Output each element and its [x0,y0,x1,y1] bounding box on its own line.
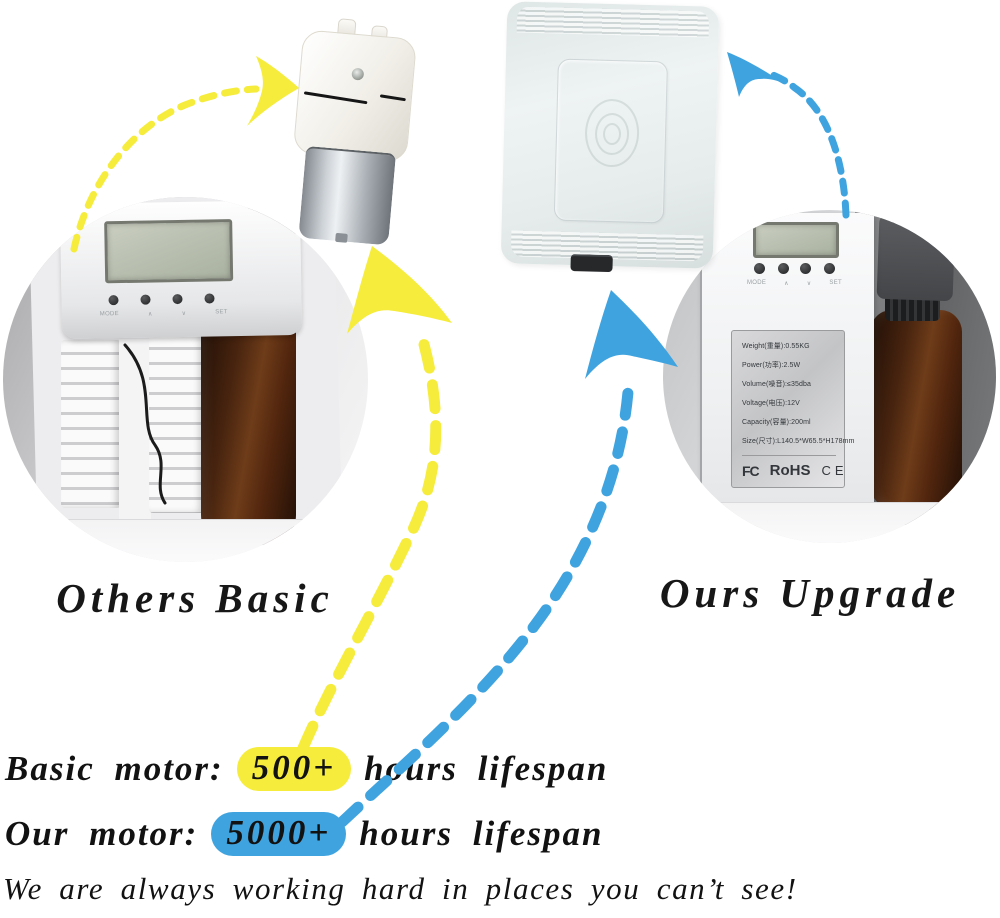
lifespan-500-highlight: 500+ [236,747,352,791]
table-surface [3,519,368,562]
box-power-connector [570,254,613,273]
lcd-screen [104,219,234,284]
button-labels: MODE ∧ ∨ SET [100,309,228,318]
certification-row: FC RoHS CE [742,455,844,479]
up-button [778,263,789,274]
upgrade-motor-photo [500,1,720,273]
box-embossed-panel [553,58,668,224]
down-button [800,263,811,274]
mode-button [754,263,765,274]
control-panel: MODE ∧ ∨ SET [59,199,303,340]
spec-voltage: Voltage(电压):12V [742,400,800,407]
tagline: We are always working hard in places you… [3,871,798,906]
others-basic-label: Others Basic [56,575,334,621]
set-label: SET [829,280,842,286]
lifespan-5000-highlight: 5000+ [211,812,347,856]
others-basic-photo: MODE ∧ ∨ SET [3,197,368,562]
set-label: SET [215,309,228,316]
oil-bottle [870,310,962,510]
blue-arrow-from-5000-to-machine [336,290,678,828]
button-labels: MODE ∧ ∨ SET [747,280,842,287]
basic-motor-suffix: hours lifespan [364,749,609,788]
mode-button [108,295,119,306]
fcc-logo: FC [742,462,760,479]
spec-size: Size(尺寸):L140.5*W65.5*H178mm [742,438,855,445]
lcd-screen [753,222,839,258]
battery-rack-right [149,335,204,513]
machine-front-panel: MODE ∧ ∨ SET Weight(重量):0.55KG Power(功率)… [700,213,874,525]
spec-volume: Volume(噪音):≤35dba [742,381,811,388]
our-motor-prefix: Our motor: [5,814,199,853]
down-label: ∨ [806,281,812,287]
up-button [140,294,151,305]
spec-capacity: Capacity(容量):200ml [742,419,811,426]
mode-label: MODE [747,280,767,286]
blue-arrow-to-upgrade-motor [727,52,850,219]
ours-upgrade-label: Ours Upgrade [659,570,961,616]
atomizer-head [876,214,956,302]
table-surface [663,502,996,543]
wire [123,343,167,505]
ce-logo: CE [821,463,848,478]
set-button [204,293,215,304]
oil-bottle [201,307,296,545]
pump-motor-body [298,145,397,246]
up-label: ∧ [784,281,789,287]
set-button [824,263,835,274]
rohs-logo: RoHS [769,462,811,479]
ours-upgrade-photo: MODE ∧ ∨ SET Weight(重量):0.55KG Power(功率)… [663,210,996,543]
our-motor-lifespan-text: Our motor: 5000+ hours lifespan [5,812,603,856]
basic-motor-lifespan-text: Basic motor: 500+ hours lifespan [5,747,608,791]
spec-power: Power(功率):2.5W [742,362,801,369]
basic-motor-prefix: Basic motor: [5,749,224,788]
mode-label: MODE [99,311,120,318]
down-label: ∨ [181,310,187,317]
basic-motor-photo [286,17,422,246]
spec-label: Weight(重量):0.55KG Power(功率):2.5W Volume(… [731,330,855,488]
up-label: ∧ [147,311,153,318]
box-top-ribs [516,6,710,38]
pump-terminal [335,232,348,243]
spec-weight: Weight(重量):0.55KG [742,343,810,350]
our-motor-suffix: hours lifespan [359,814,604,853]
battery-rack-left [61,340,121,508]
down-button [172,293,183,305]
pump-head [292,29,418,163]
compartment-column [119,339,151,521]
